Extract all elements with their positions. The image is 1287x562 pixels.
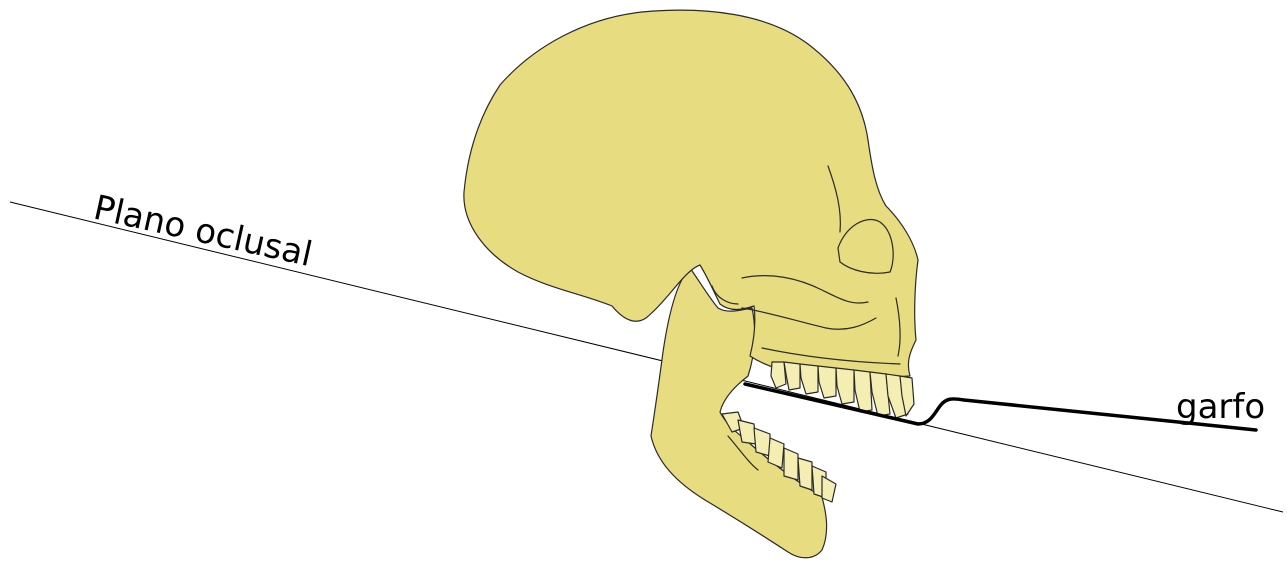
label-garfo: garfo — [1176, 387, 1265, 427]
label-plano-oclusal: Plano oclusal — [90, 188, 316, 275]
skull — [464, 10, 918, 558]
